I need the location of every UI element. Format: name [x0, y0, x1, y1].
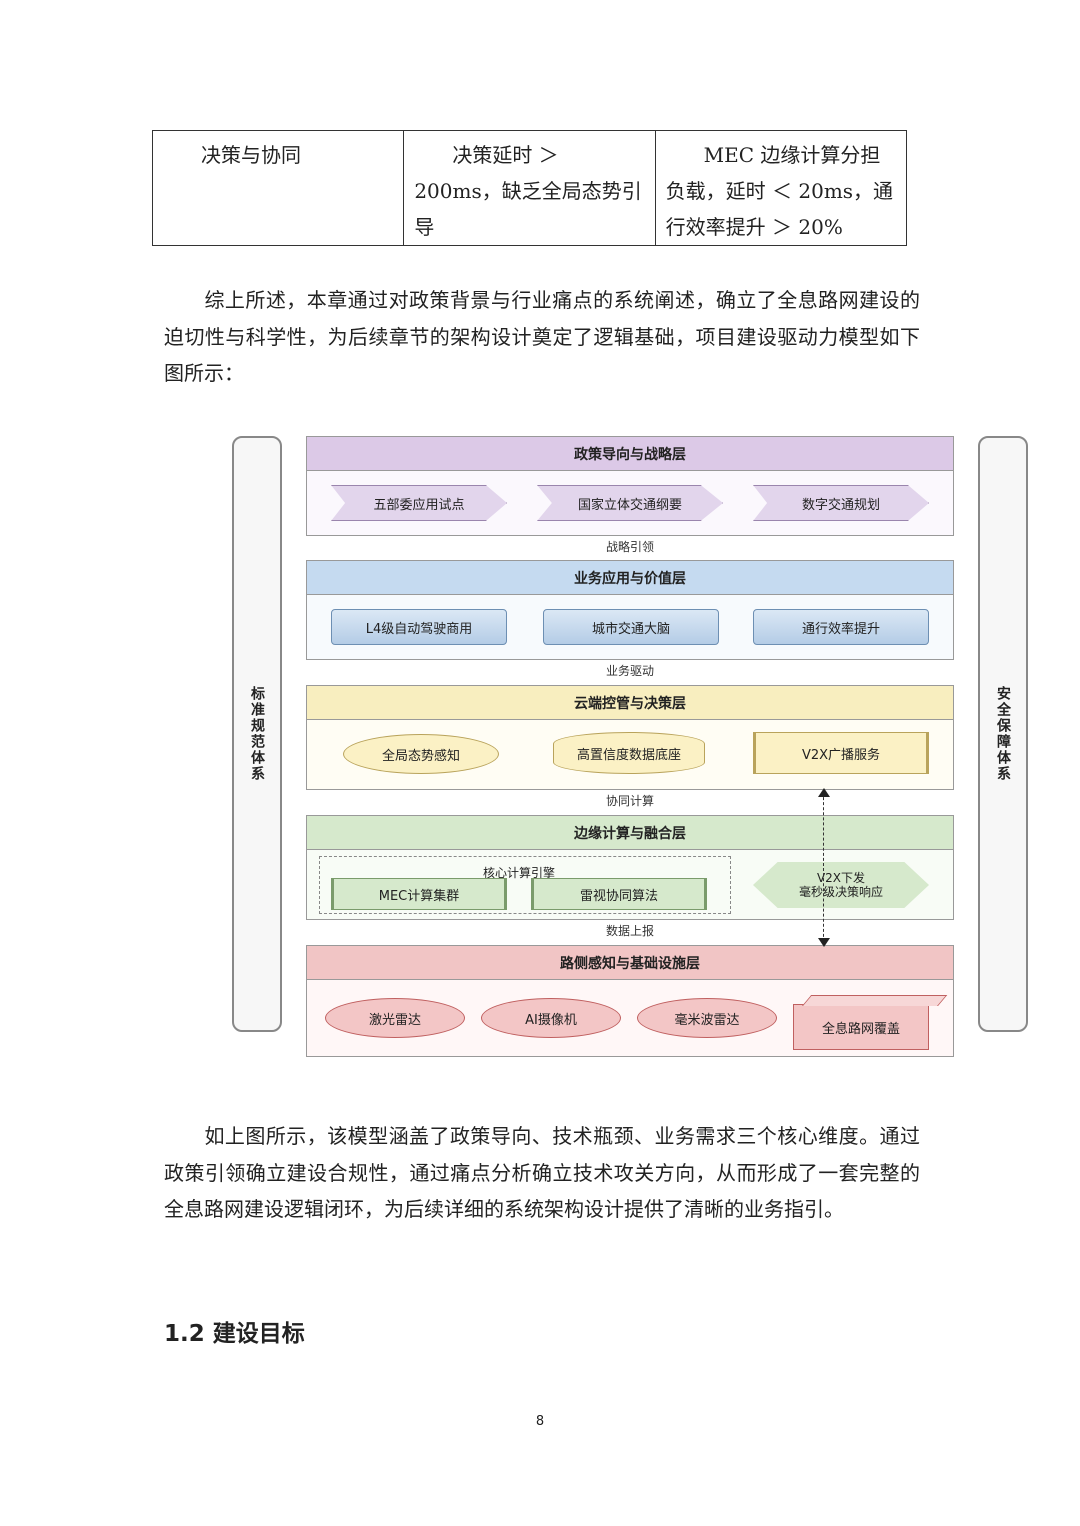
chevron-item: 国家立体交通纲要 — [537, 485, 723, 521]
business-value-layer: 业务应用与价值层 L4级自动驾驶商用 城市交通大脑 通行效率提升 — [306, 560, 954, 660]
arrow-up-icon — [818, 788, 830, 797]
layer-title: 路侧感知与基础设施层 — [307, 946, 953, 980]
business-item: 城市交通大脑 — [543, 609, 719, 645]
dashed-double-arrow — [823, 792, 824, 942]
layer-title: 政策导向与战略层 — [307, 437, 953, 471]
chevron-item: 五部委应用试点 — [331, 485, 507, 521]
arrow-down-icon — [818, 938, 830, 947]
v2x-dispatch-text: V2X下发毫秒级决策响应 — [798, 871, 883, 899]
sensor-item: 激光雷达 — [325, 998, 465, 1038]
service-item: V2X广播服务 — [753, 732, 929, 774]
layer-title: 边缘计算与融合层 — [307, 816, 953, 850]
core-engine-label: 核心计算引擎 — [483, 866, 556, 880]
driving-force-model-diagram: 标准规范体系 安全保障体系 政策导向与战略层 五部委应用试点 国家立体交通纲要 … — [200, 400, 1070, 1100]
layer-title: 云端控管与决策层 — [307, 686, 953, 720]
layer-title: 业务应用与价值层 — [307, 561, 953, 595]
edge-item: MEC计算集群 — [331, 878, 507, 910]
cloud-item: 全局态势感知 — [343, 734, 499, 774]
edge-item: 雷视协同算法 — [531, 878, 707, 910]
table-cell-solution: MEC 边缘计算分担负载，延时 ＜ 20ms，通行效率提升 ＞ 20% — [654, 130, 908, 246]
connector-label: 协同计算 — [605, 794, 654, 808]
roadside-infrastructure-layer: 路侧感知与基础设施层 激光雷达 AI摄像机 毫米波雷达 全息路网覆盖 — [306, 945, 954, 1057]
page-number: 8 — [535, 1414, 545, 1429]
comparison-table: 决策与协同 决策延时 ＞ 200ms，缺乏全局态势引导 MEC 边缘计算分担负载… — [151, 130, 908, 246]
v2x-dispatch-item: V2X下发毫秒级决策响应 — [753, 862, 929, 908]
edge-fusion-layer: 边缘计算与融合层 核心计算引擎 MEC计算集群 雷视协同算法 V2X下发毫秒级决… — [306, 815, 954, 920]
table-cell-scenario: 决策与协同 — [151, 130, 405, 246]
business-item: 通行效率提升 — [753, 609, 929, 645]
business-item: L4级自动驾驶商用 — [331, 609, 507, 645]
table-cell-pain: 决策延时 ＞ 200ms，缺乏全局态势引导 — [403, 130, 656, 246]
sensor-item: AI摄像机 — [481, 998, 621, 1038]
security-system-bar: 安全保障体系 — [978, 436, 1028, 1032]
explanation-paragraph: 如上图所示，该模型涵盖了政策导向、技术瓶颈、业务需求三个核心维度。通过政策引领确… — [164, 1124, 920, 1221]
coverage-item: 全息路网覆盖 — [793, 1004, 929, 1050]
section-heading: 1.2 建设目标 — [164, 1321, 305, 1347]
core-engine-group — [319, 856, 731, 914]
standards-system-bar: 标准规范体系 — [232, 436, 282, 1032]
table-row: 决策与协同 决策延时 ＞ 200ms，缺乏全局态势引导 MEC 边缘计算分担负载… — [151, 130, 908, 246]
sensor-item: 毫米波雷达 — [637, 998, 777, 1038]
summary-paragraph: 综上所述，本章通过对政策背景与行业痛点的系统阐述，确立了全息路网建设的迫切性与科… — [164, 288, 920, 385]
connector-label: 数据上报 — [605, 924, 654, 938]
connector-label: 战略引领 — [605, 540, 654, 554]
connector-label: 业务驱动 — [605, 664, 654, 678]
chevron-item: 数字交通规划 — [753, 485, 929, 521]
cloud-decision-layer: 云端控管与决策层 全局态势感知 高置信度数据底座 V2X广播服务 — [306, 685, 954, 790]
database-item: 高置信度数据底座 — [553, 732, 705, 774]
policy-strategy-layer: 政策导向与战略层 五部委应用试点 国家立体交通纲要 数字交通规划 — [306, 436, 954, 536]
